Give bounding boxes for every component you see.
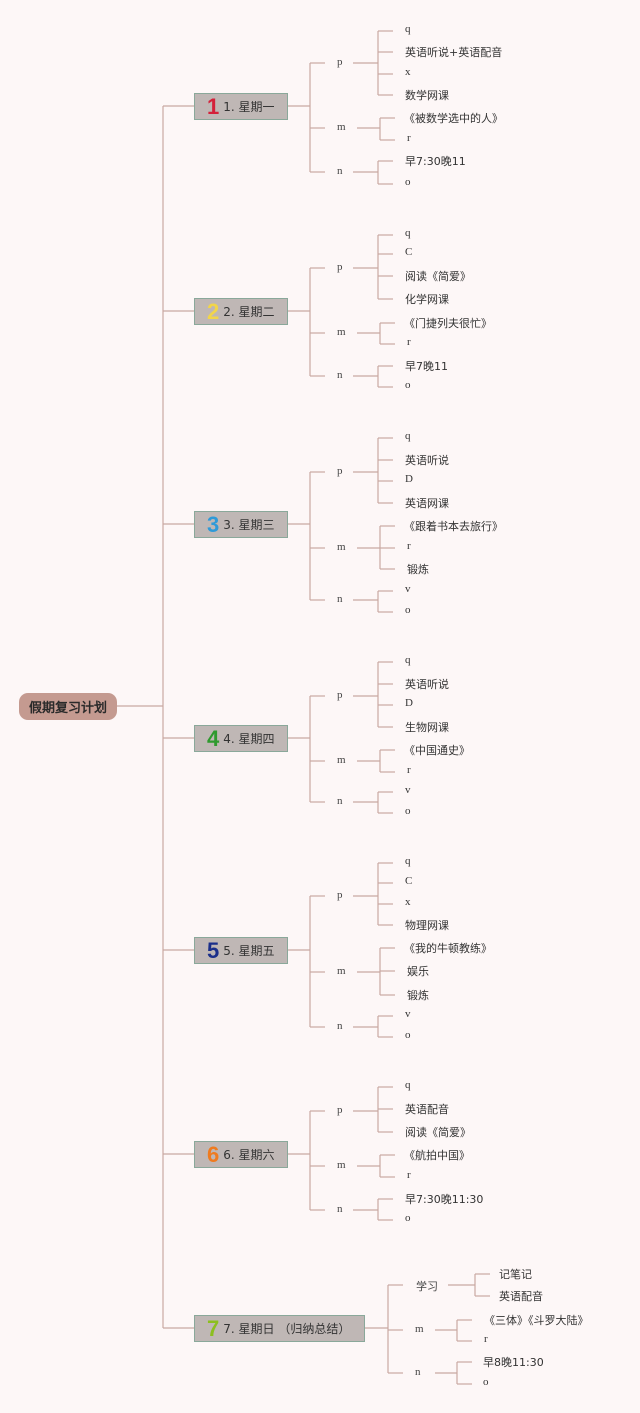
leaf-item[interactable]: 《航拍中国》 [404, 1149, 470, 1162]
leaf-item[interactable]: r [407, 336, 411, 348]
leaf-item[interactable]: 英语听说 [405, 454, 449, 467]
leaf-item[interactable]: 物理网课 [405, 919, 449, 932]
category-node[interactable]: p [337, 465, 343, 477]
leaf-item[interactable]: 记笔记 [499, 1268, 532, 1281]
leaf-item[interactable]: 《中国通史》 [404, 744, 470, 757]
root-label: 假期复习计划 [28, 701, 107, 716]
leaf-item[interactable]: o [405, 805, 411, 817]
category-node[interactable]: p [337, 56, 343, 68]
leaf-item[interactable]: 早8晚11:30 [483, 1356, 544, 1369]
day-number-icon: 5 [207, 937, 220, 963]
leaf-item[interactable]: o [405, 1212, 411, 1224]
category-node[interactable]: m [337, 1159, 346, 1171]
leaf-item[interactable]: q [405, 430, 411, 442]
day-number-icon: 7 [207, 1315, 220, 1341]
leaf-item[interactable]: D [405, 473, 413, 485]
leaf-item[interactable]: 锻炼 [407, 989, 429, 1002]
category-node[interactable]: m [415, 1323, 424, 1335]
leaf-item[interactable]: 《我的牛顿教练》 [404, 942, 492, 955]
category-node[interactable]: p [337, 889, 343, 901]
leaf-item[interactable]: 英语配音 [405, 1103, 449, 1116]
day-label: 2. 星期二 [223, 305, 275, 319]
category-node[interactable]: m [337, 965, 346, 977]
day-number-icon: 6 [207, 1141, 220, 1167]
root-node[interactable]: 假期复习计划 [19, 693, 117, 720]
category-node[interactable]: n [337, 1020, 343, 1032]
leaf-item[interactable]: 《门捷列夫很忙》 [404, 317, 492, 330]
leaf-item[interactable]: o [405, 176, 411, 188]
leaf-item[interactable]: r [484, 1333, 488, 1345]
category-node[interactable]: n [337, 795, 343, 807]
category-node[interactable]: n [337, 1203, 343, 1215]
leaf-item[interactable]: 早7:30晚11:30 [405, 1193, 484, 1206]
category-node[interactable]: 学习 [416, 1280, 438, 1293]
leaf-item[interactable]: 英语配音 [499, 1290, 543, 1303]
day-label: 3. 星期三 [223, 518, 275, 532]
leaf-item[interactable]: v [405, 1008, 411, 1020]
leaf-item[interactable]: 锻炼 [407, 563, 429, 576]
leaf-item[interactable]: q [405, 23, 411, 35]
leaf-item[interactable]: q [405, 654, 411, 666]
category-node[interactable]: m [337, 326, 346, 338]
leaf-item[interactable]: o [483, 1376, 489, 1388]
leaf-item[interactable]: 数学网课 [405, 89, 449, 102]
category-node[interactable]: p [337, 689, 343, 701]
leaf-item[interactable]: 早7晚11 [405, 360, 448, 373]
leaf-item[interactable]: 英语网课 [405, 497, 449, 510]
leaf-item[interactable]: 早7:30晚11 [405, 155, 466, 168]
leaf-item[interactable]: r [407, 764, 411, 776]
day-number-icon: 2 [207, 298, 220, 324]
leaf-item[interactable]: o [405, 379, 411, 391]
leaf-item[interactable]: 《被数学选中的人》 [404, 112, 503, 125]
day-label: 5. 星期五 [223, 944, 275, 958]
category-node[interactable]: n [337, 593, 343, 605]
category-node[interactable]: m [337, 754, 346, 766]
category-node[interactable]: p [337, 261, 343, 273]
leaf-item[interactable]: r [407, 132, 411, 144]
day-label: 1. 星期一 [223, 100, 275, 114]
leaf-item[interactable]: q [405, 227, 411, 239]
day-number-icon: 1 [207, 93, 220, 119]
leaf-item[interactable]: 生物网课 [405, 721, 449, 734]
leaf-item[interactable]: 娱乐 [407, 965, 429, 978]
day-label: 7. 星期日 （归纳总结） [223, 1322, 351, 1336]
category-node[interactable]: p [337, 1104, 343, 1116]
category-node[interactable]: n [337, 165, 343, 177]
category-node[interactable]: m [337, 541, 346, 553]
leaf-item[interactable]: 阅读《简爱》 [405, 1126, 471, 1139]
leaf-item[interactable]: C [405, 875, 413, 887]
category-node[interactable]: m [337, 121, 346, 133]
leaf-item[interactable]: q [405, 855, 411, 867]
leaf-item[interactable]: 英语听说+英语配音 [405, 46, 503, 59]
leaf-item[interactable]: 化学网课 [405, 293, 449, 306]
category-node[interactable]: n [415, 1366, 421, 1378]
leaf-item[interactable]: o [405, 1029, 411, 1041]
leaf-item[interactable]: r [407, 540, 411, 552]
day-label: 6. 星期六 [223, 1148, 275, 1162]
leaf-item[interactable]: v [405, 784, 411, 796]
leaf-item[interactable]: 《跟着书本去旅行》 [404, 520, 503, 533]
leaf-item[interactable]: 英语听说 [405, 678, 449, 691]
leaf-item[interactable]: o [405, 604, 411, 616]
leaf-item[interactable]: x [405, 896, 411, 908]
leaf-item[interactable]: x [405, 66, 411, 78]
day-label: 4. 星期四 [223, 732, 275, 746]
category-node[interactable]: n [337, 369, 343, 381]
leaf-item[interactable]: D [405, 697, 413, 709]
leaf-item[interactable]: C [405, 246, 413, 258]
day-number-icon: 3 [207, 511, 220, 537]
leaf-item[interactable]: v [405, 583, 411, 595]
leaf-item[interactable]: 阅读《简爱》 [405, 270, 471, 283]
day-number-icon: 4 [207, 725, 220, 751]
leaf-item[interactable]: r [407, 1169, 411, 1181]
leaf-item[interactable]: q [405, 1079, 411, 1091]
leaf-item[interactable]: 《三体》《斗罗大陆》 [484, 1314, 589, 1327]
